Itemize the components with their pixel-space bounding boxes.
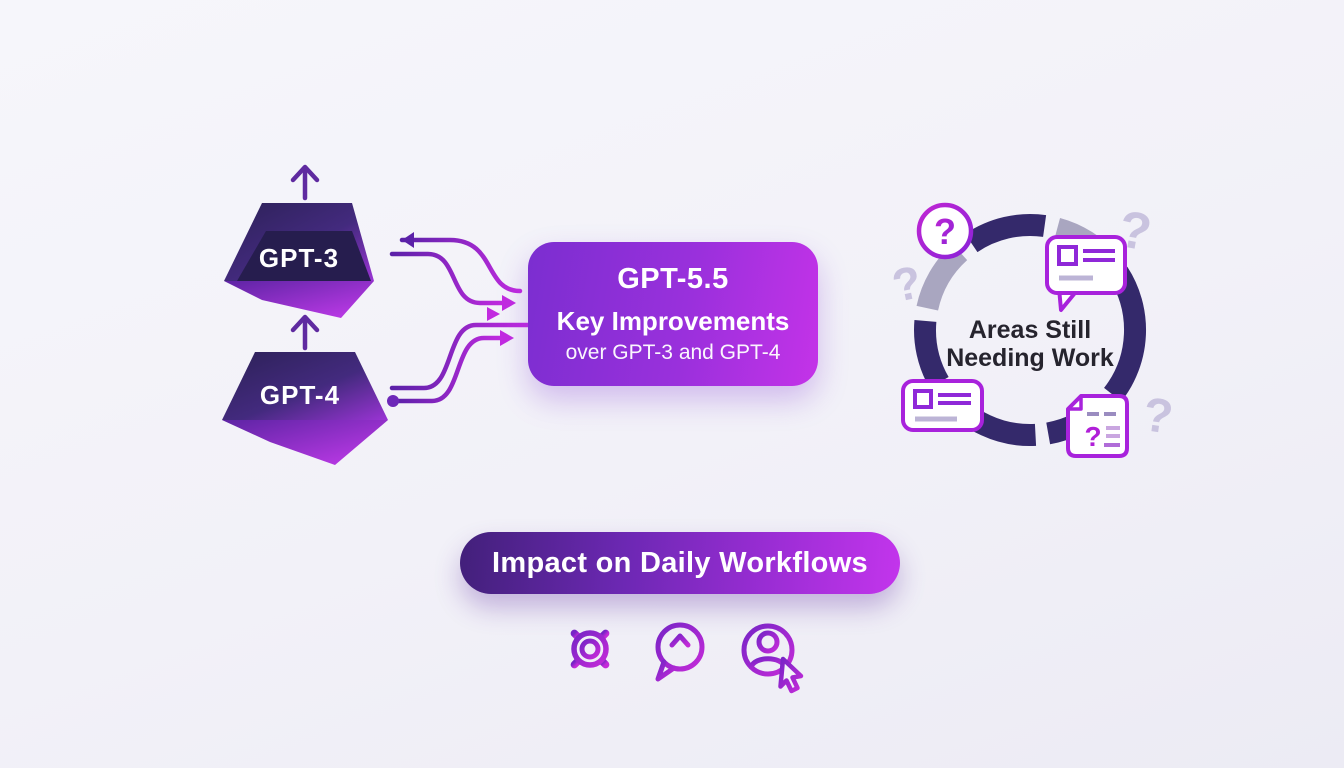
areas-needing-work-diagram: Areas Still Needing Work ? ? ? ? ? [888,200,1176,458]
workflow-icons [564,622,804,694]
line-start-dot [387,395,399,407]
impact-banner-label: Impact on Daily Workflows [492,546,868,579]
impact-banner: Impact on Daily Workflows [460,532,900,594]
question-circle-icon: ? [916,202,974,260]
chat-upload-icon [655,622,705,682]
gpt4-label: GPT-4 [260,380,340,410]
chat-card-icon [1045,235,1127,312]
arrowhead-right [487,307,500,321]
question-mark-decor: ? [1140,388,1176,445]
question-mark-decor: ? [888,255,926,312]
ring-label-line2: Needing Work [946,344,1114,372]
user-cursor-icon [741,623,804,694]
ring-label-line1: Areas Still [969,316,1091,344]
arrowhead-right [502,295,516,311]
arrowhead-left [402,232,414,248]
card-subtitle: Key Improvements [556,306,790,336]
gpt55-improvements-card: GPT-5.5 Key Improvements over GPT-3 and … [528,242,818,386]
question-note-icon: ? [1066,394,1129,458]
model-stack-graphic: GPT-3 GPT-4 [222,164,388,465]
flow-arrow [389,237,523,317]
svg-text:?: ? [934,211,956,252]
card-subtext: over GPT-3 and GPT-4 [565,341,781,364]
gpt4-trapezoid: GPT-4 [222,352,388,465]
gpt3-label: GPT-3 [259,243,339,273]
flow-arrow [389,322,530,404]
card-title: GPT-5.5 [617,263,729,295]
up-arrow-icon [290,164,320,201]
card-icon [901,379,984,432]
gear-icon [564,623,616,675]
note-question-mark: ? [1084,421,1101,452]
cursor-arrow-icon [778,656,804,694]
up-arrow-icon [290,314,320,351]
connector-arrows [387,232,530,407]
gpt3-trapezoid: GPT-3 [224,203,374,318]
arrowhead-right [500,330,514,346]
